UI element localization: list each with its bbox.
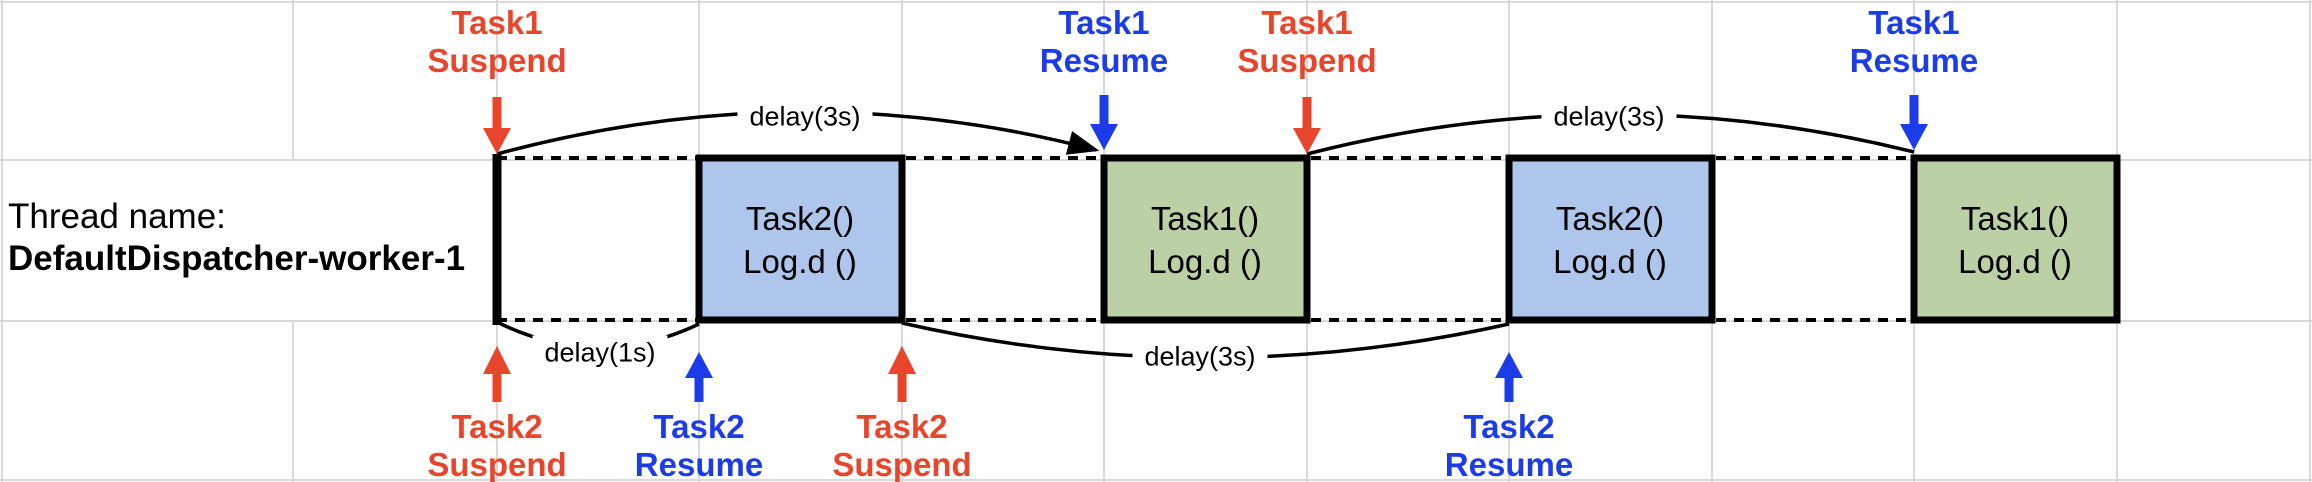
task1-suspend-arrow-2 — [1293, 97, 1321, 154]
task2-suspend-label-1: Task2 Suspend — [427, 408, 567, 482]
task1-resume-label-2: Task1 Resume — [1849, 4, 1979, 79]
task2-suspend-arrow-2 — [888, 346, 916, 402]
task2-block-label-2: Task2() Log.d () — [1553, 200, 1667, 280]
task2-resume-arrow-1 — [685, 352, 713, 402]
task1-execution-box-2 — [1910, 154, 2121, 324]
task1-suspend-arrow-1 — [483, 97, 511, 154]
task1-resume-arrow-1 — [1090, 95, 1118, 150]
delay-3s-label-bottom: delay(3s) — [1132, 339, 1268, 375]
task1-resume-arrow-2 — [1900, 95, 1928, 150]
task1-suspend-label-2: Task1 Suspend — [1237, 4, 1377, 79]
task2-execution-box-2 — [1505, 154, 1716, 324]
thread-name-label: Thread name: DefaultDispatcher-worker-1 — [8, 196, 465, 280]
task2-resume-label-1: Task2 Resume — [634, 408, 764, 482]
task2-suspend-arrow-1 — [483, 346, 511, 402]
task1-block-label-1: Task1() Log.d () — [1148, 200, 1262, 280]
task1-execution-box-1 — [1100, 154, 1311, 324]
thread-name-caption: Thread name: — [8, 197, 226, 236]
task2-suspend-label-2: Task2 Suspend — [832, 408, 972, 482]
task2-execution-box-1 — [695, 154, 906, 324]
task2-resume-label-2: Task2 Resume — [1444, 408, 1574, 482]
delay-1s-label-bottom: delay(1s) — [532, 335, 668, 371]
task2-block-label-1: Task2() Log.d () — [743, 200, 857, 280]
delay-3s-label-top-2: delay(3s) — [1541, 99, 1677, 135]
task1-resume-label-1: Task1 Resume — [1039, 4, 1169, 79]
task1-suspend-label-1: Task1 Suspend — [427, 4, 567, 79]
thread-name-value: DefaultDispatcher-worker-1 — [8, 239, 466, 278]
delay-3s-label-top-1: delay(3s) — [737, 99, 873, 135]
thread-idle-dotted-lines — [497, 156, 1912, 322]
task2-resume-arrow-2 — [1495, 352, 1523, 402]
task1-block-label-2: Task1() Log.d () — [1958, 200, 2072, 280]
